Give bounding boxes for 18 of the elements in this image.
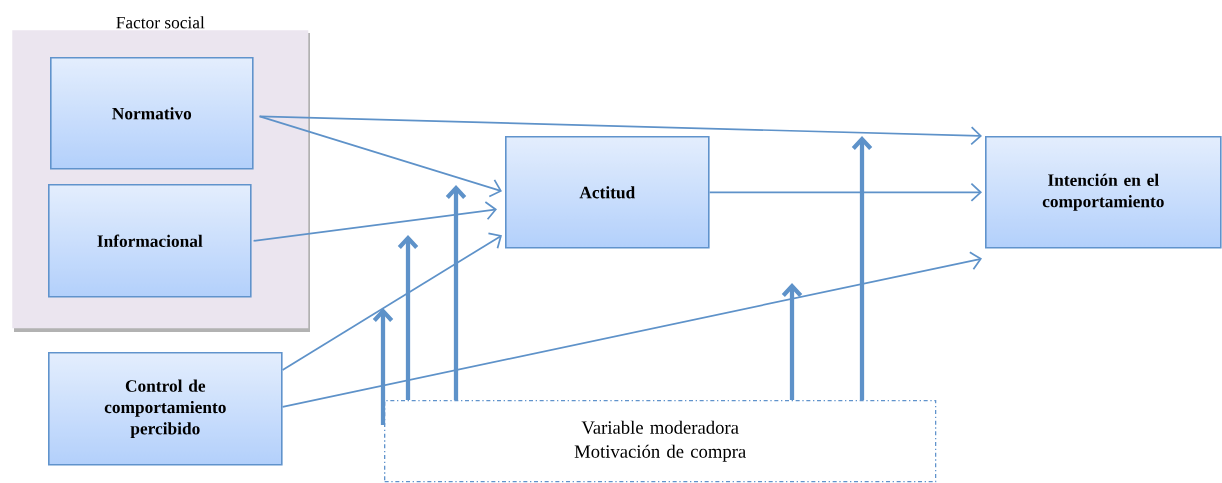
moderator-arrow [851,136,873,400]
moderator-arrow [781,283,803,400]
arrow [252,201,497,242]
arrow [281,232,502,371]
node-label: Factor social [116,16,205,29]
moderator-box: Variable moderadora Motivación de compra [384,400,937,483]
concept-box: Intención en el comportamiento [985,136,1222,249]
concept-box: Control de comportamiento percibido [48,352,283,466]
concept-box: Normativo [50,57,254,170]
arrow [708,182,982,202]
arrow [258,115,502,198]
arrow [258,115,982,146]
concept-box: Informacional [48,184,252,298]
moderator-arrow [445,185,467,400]
arrow [281,251,982,408]
moderator-arrow [397,235,419,400]
moderator-arrow [372,308,394,425]
concept-box: Actitud [505,136,710,249]
